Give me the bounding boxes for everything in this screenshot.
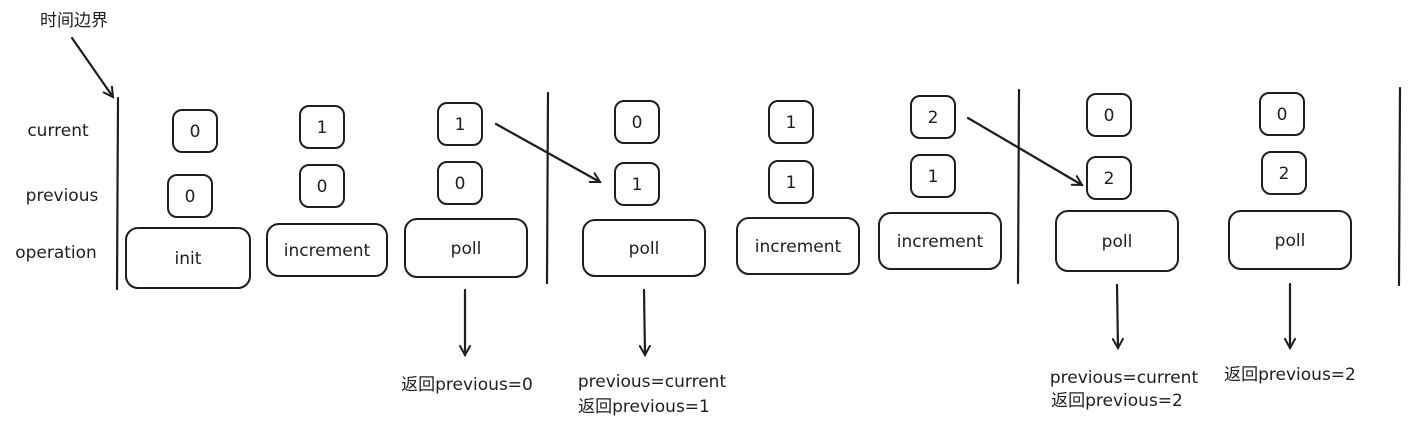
operation-box bbox=[1228, 210, 1352, 270]
operation-label: poll bbox=[1102, 232, 1133, 252]
step-5: 1 1 increment bbox=[736, 100, 860, 275]
time-boundary-line bbox=[1397, 86, 1402, 287]
current-value: 1 bbox=[786, 113, 797, 133]
operation-box bbox=[1055, 210, 1179, 272]
previous-value-box bbox=[299, 164, 345, 208]
step-7: 0 2 poll previous=current 返回previous=2 bbox=[1050, 93, 1199, 411]
current-value-box bbox=[768, 100, 814, 144]
result-arrow bbox=[1117, 283, 1118, 348]
current-value-box bbox=[172, 109, 218, 153]
step-4: 0 1 poll previous=current 返回previous=1 bbox=[578, 100, 727, 417]
operation-box bbox=[736, 217, 860, 275]
current-value-box bbox=[1259, 92, 1305, 136]
steps-layer: 0 0 init 1 0 increment 1 0 poll 返回previous=0 0 1 pol… bbox=[125, 92, 1356, 417]
previous-value-box bbox=[614, 162, 660, 206]
operation-box bbox=[582, 219, 706, 277]
step-8: 0 2 poll 返回previous=2 bbox=[1224, 92, 1356, 385]
previous-value: 1 bbox=[632, 175, 643, 195]
previous-value: 0 bbox=[317, 177, 328, 197]
operation-label: increment bbox=[284, 241, 371, 261]
step-6: 2 1 increment bbox=[878, 95, 1002, 270]
header-arrow bbox=[70, 36, 113, 97]
current-value: 1 bbox=[317, 118, 328, 138]
current-value-box bbox=[299, 105, 345, 149]
current-value-box bbox=[1086, 93, 1132, 137]
operation-box bbox=[125, 227, 251, 289]
operation-label: poll bbox=[451, 239, 482, 259]
current-value-box bbox=[910, 95, 956, 139]
operation-box bbox=[266, 223, 388, 277]
result-text: 返回previous=2 bbox=[1051, 391, 1183, 411]
result-text: 返回previous=0 bbox=[401, 375, 533, 395]
current-value: 0 bbox=[190, 122, 201, 142]
previous-value-box bbox=[437, 161, 483, 205]
previous-value-box bbox=[167, 174, 213, 218]
previous-value-box bbox=[910, 154, 956, 198]
step-1: 0 0 init bbox=[125, 109, 251, 289]
result-text: 返回previous=2 bbox=[1224, 365, 1356, 385]
previous-value: 1 bbox=[786, 173, 797, 193]
operation-box bbox=[878, 212, 1002, 270]
result-text: previous=current bbox=[578, 372, 727, 392]
operation-label: increment bbox=[897, 232, 984, 252]
result-text: previous=current bbox=[1050, 368, 1199, 388]
time-boundary-line bbox=[115, 96, 120, 291]
previous-value: 2 bbox=[1279, 164, 1290, 184]
transition-arrow bbox=[966, 116, 1082, 187]
current-value: 0 bbox=[1104, 106, 1115, 126]
step-3: 1 0 poll 返回previous=0 bbox=[401, 102, 533, 395]
previous-value-box bbox=[1261, 151, 1307, 195]
previous-value: 1 bbox=[928, 167, 939, 187]
transition-arrow bbox=[494, 122, 600, 184]
previous-value-box bbox=[768, 160, 814, 204]
previous-value: 2 bbox=[1104, 169, 1115, 189]
step-2: 1 0 increment bbox=[266, 105, 388, 277]
previous-value-box bbox=[1086, 156, 1132, 200]
current-value: 1 bbox=[455, 115, 466, 135]
previous-value: 0 bbox=[185, 187, 196, 207]
current-value-box bbox=[437, 102, 483, 146]
time-boundary-line bbox=[545, 91, 550, 285]
result-text: 返回previous=1 bbox=[578, 397, 710, 417]
operation-label: poll bbox=[629, 239, 660, 259]
row-label-operation: operation bbox=[15, 243, 97, 263]
current-value: 0 bbox=[632, 113, 643, 133]
current-value: 2 bbox=[928, 108, 939, 128]
operation-label: poll bbox=[1275, 231, 1306, 251]
operation-label: increment bbox=[755, 237, 842, 257]
current-value-box bbox=[614, 100, 660, 144]
current-value: 0 bbox=[1277, 105, 1288, 125]
result-arrow bbox=[644, 288, 645, 355]
operation-label: init bbox=[175, 249, 202, 269]
operation-box bbox=[404, 218, 528, 278]
row-label-previous: previous bbox=[26, 186, 99, 206]
row-label-current: current bbox=[27, 121, 89, 141]
time-boundary-line bbox=[1016, 88, 1021, 285]
previous-value: 0 bbox=[455, 174, 466, 194]
header-label: 时间边界 bbox=[40, 11, 108, 31]
